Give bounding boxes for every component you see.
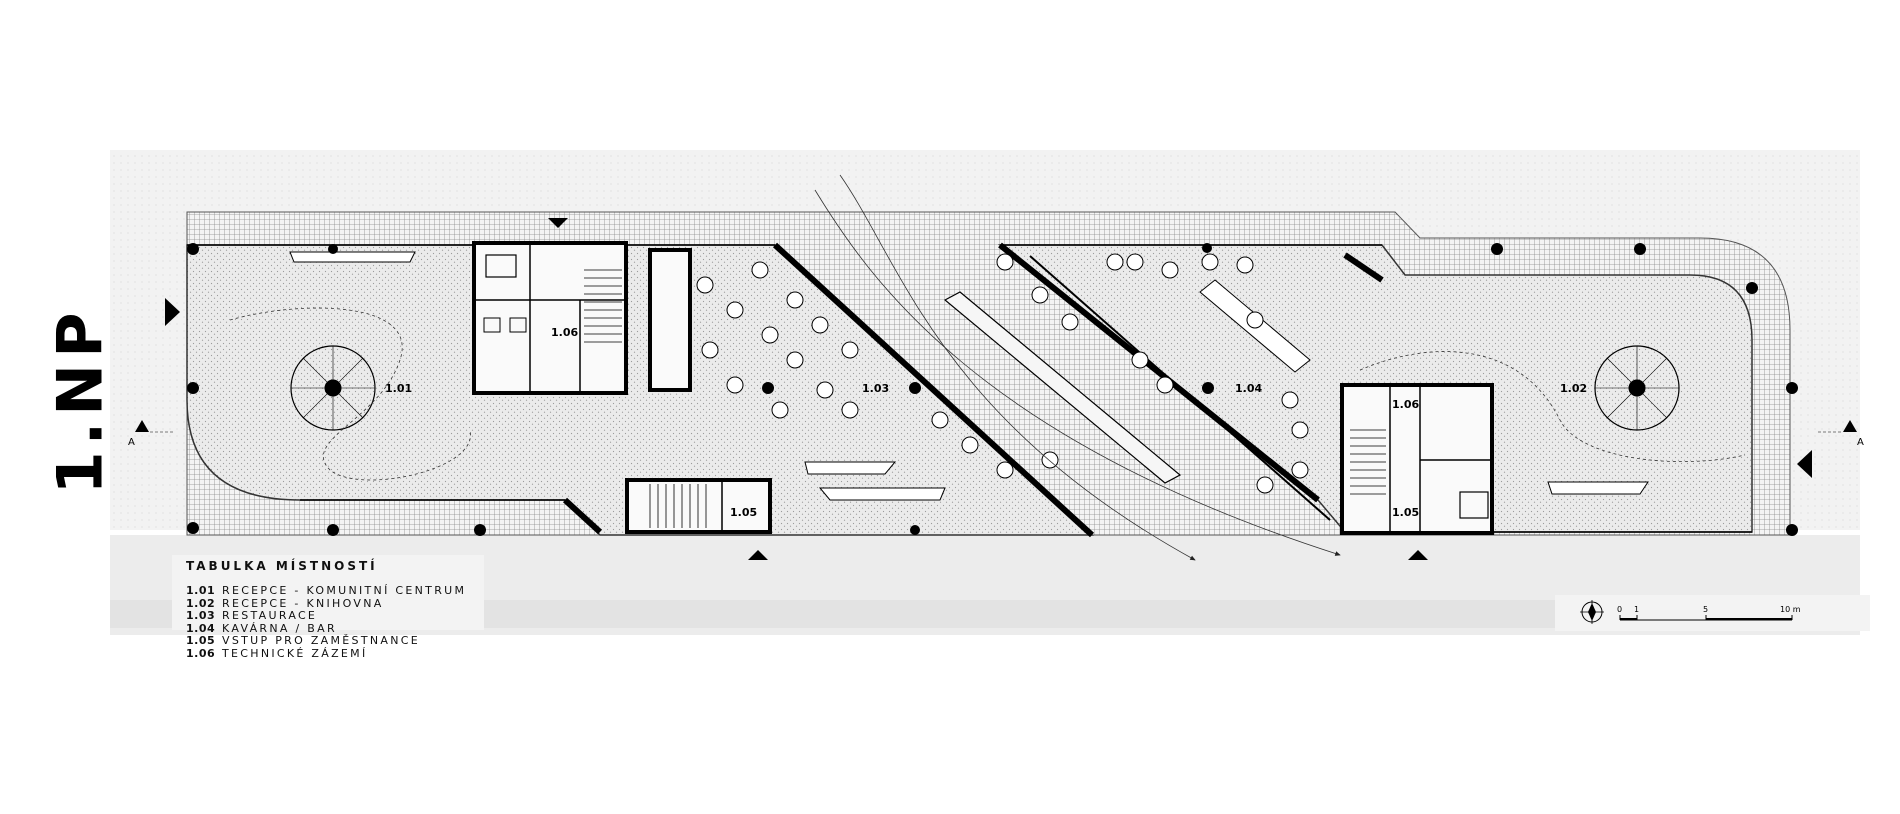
entrance-marker-south-b <box>1408 550 1428 560</box>
spiral-stair-east <box>1594 345 1680 431</box>
service-core-east <box>1340 383 1494 535</box>
diagonal-wall-left-b <box>789 257 1076 521</box>
counter-restaurant-a <box>804 461 897 475</box>
restaurant-tables <box>696 261 1059 479</box>
legend-code: 1.01 <box>186 584 216 597</box>
entrance-marker-north <box>548 218 568 228</box>
legend-room-name: KAVÁRNA / BAR <box>222 621 337 635</box>
diagonal-wall-right-b <box>1029 255 1331 521</box>
legend-code: 1.06 <box>186 646 216 660</box>
counter-restaurant-b <box>818 487 946 501</box>
scale-tick-5: 5 <box>1703 605 1708 614</box>
room-label-1-03: 1.03 <box>862 382 889 395</box>
room-label-1-05-east: 1.05 <box>1392 506 1419 519</box>
legend-row: 1.03 RESTAURACE <box>186 609 466 623</box>
legend-code: 1.05 <box>186 634 216 648</box>
flow-line-north-b <box>814 189 1341 556</box>
scale-tick-0: 0 <box>1617 605 1622 614</box>
entrance-marker-east <box>1797 450 1812 478</box>
diagonal-wall-right-a <box>998 242 1320 503</box>
legend-code: 1.03 <box>186 609 216 623</box>
floor-title: 1.NP <box>20 306 140 494</box>
room-legend: TABULKA MÍSTNOSTÍ 1.01 RECEPCE - KOMUNITN… <box>186 559 466 661</box>
spiral-stair-west <box>290 345 376 431</box>
flow-line-west <box>229 307 471 481</box>
legend-row: 1.05 VSTUP PRO ZAMĚSTNANCE <box>186 635 466 648</box>
legend-row: 1.02 RECEPCE - KNIHOVNA <box>186 596 466 611</box>
north-arrow-icon <box>1580 600 1604 624</box>
service-core-south <box>625 478 772 534</box>
legend-row: 1.01 RECEPCE - KOMUNITNÍ CENTRUM <box>186 584 467 598</box>
floor-title-text: 1.NP <box>43 305 117 495</box>
section-label-left: A <box>128 437 135 448</box>
entrance-marker-west <box>165 298 180 326</box>
room-labels: 1.01 1.02 1.03 1.04 1.05 1.05 1.06 1.06 <box>385 326 1587 519</box>
legend-backdrop <box>172 555 484 630</box>
diagonal-bench <box>943 291 1182 484</box>
room-label-1-01: 1.01 <box>385 382 412 395</box>
legend-code: 1.04 <box>186 621 216 635</box>
entry-chamfer-right <box>1343 252 1384 283</box>
section-mark-right-arrow <box>1843 420 1857 432</box>
entrance-marker-south-a <box>748 550 768 560</box>
room-label-1-02: 1.02 <box>1560 382 1587 395</box>
legend-row: 1.06 TECHNICKÉ ZÁZEMÍ <box>186 646 466 661</box>
desk-east <box>1547 481 1649 495</box>
legend-code: 1.02 <box>186 596 216 610</box>
service-core-west <box>472 241 692 395</box>
structural-columns <box>187 243 1798 536</box>
section-mark-left-arrow <box>135 420 149 432</box>
legend-room-name: RECEPCE - KNIHOVNA <box>222 596 384 610</box>
scale-tick-1: 1 <box>1634 605 1639 614</box>
section-label-right: A <box>1857 437 1864 448</box>
cafe-tables <box>996 253 1309 494</box>
entry-chamfer-left <box>562 497 603 535</box>
desk-west <box>289 251 416 263</box>
flow-line-east <box>1359 351 1746 462</box>
legend-room-name: TECHNICKÉ ZÁZEMÍ <box>222 646 368 660</box>
room-label-1-04: 1.04 <box>1235 382 1262 395</box>
room-label-1-06-west: 1.06 <box>551 326 578 339</box>
room-label-1-06-east: 1.06 <box>1392 398 1419 411</box>
legend-room-name: VSTUP PRO ZAMĚSTNANCE <box>222 634 420 648</box>
scale-tick-10: 10 m <box>1780 605 1801 614</box>
legend-row: 1.04 KAVÁRNA / BAR <box>186 621 466 636</box>
legend-title: TABULKA MÍSTNOSTÍ <box>186 559 378 573</box>
legend-room-name: RESTAURACE <box>222 609 318 623</box>
room-label-1-05-west: 1.05 <box>730 506 757 519</box>
scale-backdrop <box>1555 595 1870 631</box>
scale-bar: 0 1 5 10 m <box>1617 605 1801 621</box>
legend-room-name: RECEPCE - KOMUNITNÍ CENTRUM <box>222 584 467 597</box>
